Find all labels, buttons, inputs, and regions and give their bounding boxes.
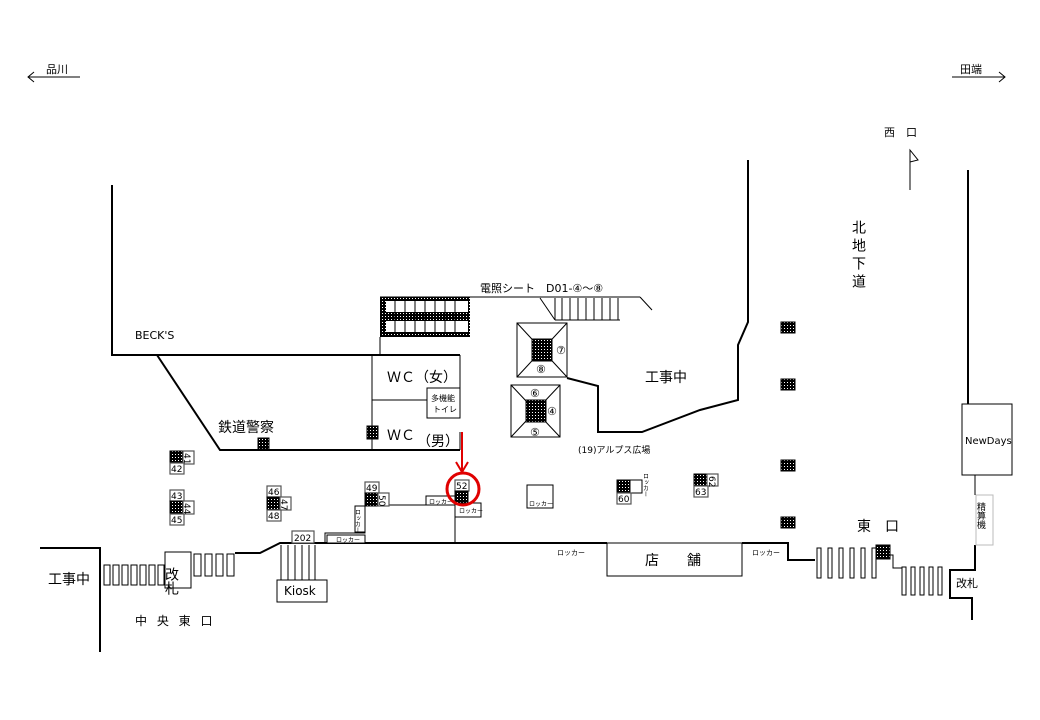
svg-text:41: 41 — [181, 453, 191, 464]
arrow-left-icon — [27, 71, 35, 83]
alps-plaza-label: (19)アルプス広場 — [578, 444, 650, 456]
svg-text:ロッカー: ロッカー — [529, 501, 553, 508]
svg-text:ロッカー: ロッカー — [354, 509, 361, 533]
construction-label: 工事中 — [645, 370, 687, 386]
target-highlight — [445, 432, 481, 507]
svg-text:ロッカー: ロッカー — [459, 508, 483, 515]
svg-text:ロッカー: ロッカー — [429, 499, 453, 506]
svg-text:⑥: ⑥ — [530, 387, 540, 400]
svg-text:44: 44 — [181, 503, 191, 515]
svg-text:（男）: （男） — [417, 434, 459, 450]
arrow-right-icon — [998, 71, 1006, 83]
svg-text:50: 50 — [376, 495, 386, 507]
walls — [40, 160, 976, 652]
locker-marker — [875, 544, 891, 560]
signboard-label: 電照シート D01-④～⑧ — [480, 282, 603, 295]
construction-left-label: 工事中 — [48, 572, 90, 588]
svg-text:⑤: ⑤ — [530, 426, 540, 439]
svg-text:品川: 品川 — [46, 63, 68, 76]
svg-text:ロッカー: ロッカー — [336, 537, 360, 544]
svg-text:④: ④ — [547, 405, 557, 418]
central-gate-label: 改札 — [163, 567, 179, 595]
svg-text:Kiosk: Kiosk — [284, 584, 316, 598]
direction-tabata: 田端 — [952, 63, 1006, 83]
pillar-ad-4-5-6: ⑥ ④ ⑤ — [510, 384, 561, 439]
gate-rail — [889, 554, 902, 569]
central-east-exit-label: 中 央 東 口 — [135, 613, 215, 628]
staircase-west — [380, 297, 470, 337]
north-underpass-label: 北地下道 — [850, 220, 866, 292]
east-exit-label: 東 口 — [857, 519, 899, 535]
svg-text:202: 202 — [294, 534, 311, 544]
svg-text:⑧: ⑧ — [536, 363, 546, 376]
svg-text:63: 63 — [695, 488, 706, 498]
direction-shinagawa: 品川 — [27, 63, 80, 83]
svg-text:42: 42 — [171, 465, 182, 475]
svg-text:52: 52 — [456, 482, 467, 492]
west-exit-arrow-icon — [909, 148, 919, 190]
wc-female-label: ＷＣ（女） — [387, 369, 457, 386]
shop-label: 店 舗 — [645, 553, 701, 569]
svg-text:田端: 田端 — [960, 63, 982, 76]
highlight-circle — [445, 471, 481, 507]
svg-text:多機能: 多機能 — [431, 393, 455, 403]
east-gate-label: 改札 — [956, 576, 978, 590]
restrooms: 多機能 トイレ ＷＣ（女） ＷＣ （男） — [366, 355, 461, 450]
west-exit-label: 西 口 — [884, 126, 917, 139]
central-gate-box — [164, 551, 192, 589]
svg-text:ロッカー: ロッカー — [752, 549, 780, 557]
newdays-label: NewDays — [965, 436, 1012, 447]
east-gates — [816, 547, 943, 596]
shop-box — [606, 542, 743, 577]
railway-police-label: 鉄道警察 — [218, 419, 274, 436]
becks-label: BECK'S — [135, 329, 174, 342]
wc-male-label: ＷＣ — [387, 428, 415, 444]
svg-text:43: 43 — [171, 492, 182, 502]
svg-text:ロッカー: ロッカー — [557, 549, 585, 557]
svg-text:トイレ: トイレ — [433, 405, 457, 414]
newdays-store — [961, 403, 1013, 476]
svg-text:48: 48 — [268, 512, 280, 522]
multipurpose-toilet — [426, 387, 461, 419]
ad-spots: 41 42 43 44 45 46 47 48 49 50 52 60 62 6… — [169, 321, 796, 544]
staircase-east — [539, 297, 620, 321]
kiosk: Kiosk — [276, 545, 328, 603]
svg-text:46: 46 — [268, 488, 280, 498]
locker-marker — [257, 437, 270, 450]
pillar-ad-7-8: ⑦ ⑧ — [516, 322, 568, 378]
svg-text:60: 60 — [618, 495, 630, 505]
svg-text:62: 62 — [706, 476, 716, 487]
svg-text:47: 47 — [278, 499, 288, 510]
svg-text:ロッカー: ロッカー — [642, 473, 649, 497]
central-gates — [103, 553, 235, 586]
fare-adjust-label: 精算機 — [975, 501, 986, 530]
svg-text:45: 45 — [171, 516, 182, 526]
svg-text:⑦: ⑦ — [556, 344, 566, 357]
svg-text:49: 49 — [366, 484, 378, 494]
fare-adjust-machine — [975, 494, 994, 546]
